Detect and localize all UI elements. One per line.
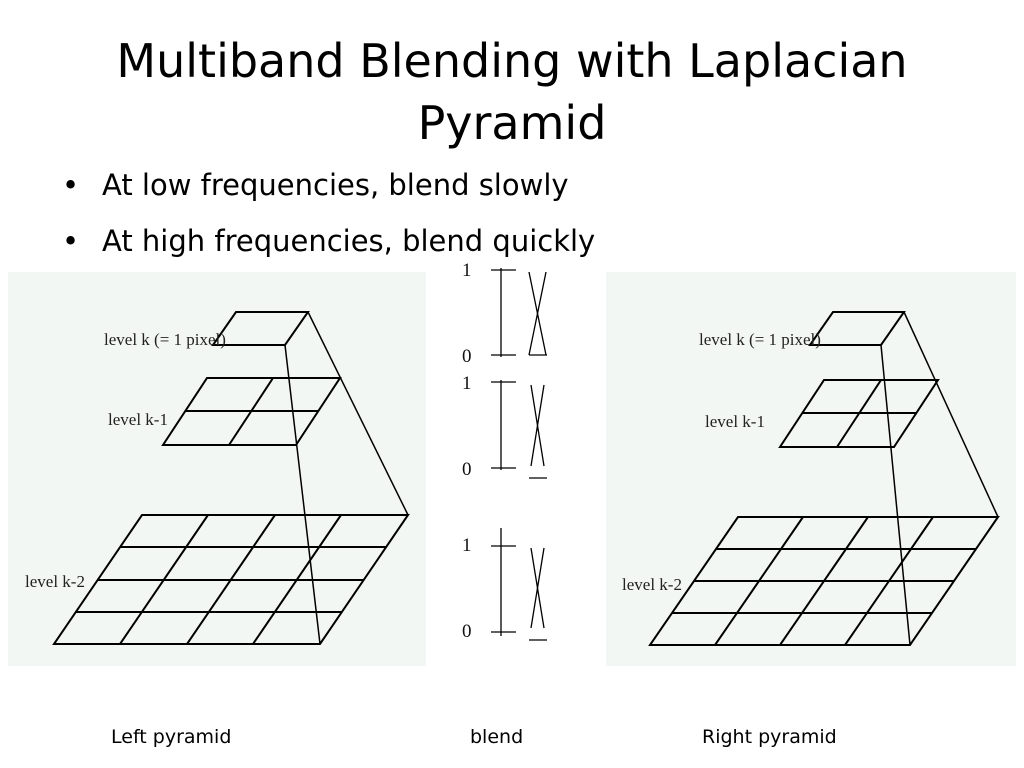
blend-axis-top-label: 1 <box>462 373 472 394</box>
bullet-text: At low frequencies, blend slowly <box>102 168 569 202</box>
blend-curve-right <box>530 384 545 467</box>
blend-axis-top-label: 1 <box>462 535 472 556</box>
blend-caption: blend <box>470 726 524 748</box>
left-level-k-label: level k (= 1 pixel) <box>104 330 226 349</box>
bullet-item: • At high frequencies, blend quickly <box>62 216 595 272</box>
blend-axis-bottom-label: 0 <box>462 346 472 367</box>
slide-title: Multiband Blending with Laplacian Pyrami… <box>0 30 1024 154</box>
left-pyramid-caption: Left pyramid <box>111 726 232 748</box>
blend-axis-bottom-label: 0 <box>462 621 472 642</box>
blend-graph-mid: 1 0 <box>462 373 547 480</box>
left-level-k-1-label: level k-1 <box>108 410 168 429</box>
blend-axis-bottom-label: 0 <box>462 459 472 480</box>
bullet-dot: • <box>62 168 80 202</box>
right-pyramid-caption: Right pyramid <box>702 726 837 748</box>
bullet-dot: • <box>62 224 80 258</box>
left-pyramid-connectors <box>284 311 409 645</box>
blend-graph-high: 1 0 <box>462 528 547 642</box>
slide-title-line-2: Pyramid <box>417 96 607 150</box>
left-level-k-2-label: level k-2 <box>25 572 85 591</box>
right-level-k-1-grid <box>778 379 940 448</box>
slide-title-line-1: Multiband Blending with Laplacian <box>116 34 908 88</box>
right-level-k-1-label: level k-1 <box>705 412 765 431</box>
bullet-list: • At low frequencies, blend slowly • At … <box>62 160 595 272</box>
blend-curve-right <box>530 547 545 629</box>
blend-axis-top-label: 1 <box>462 260 472 281</box>
blend-curve-right <box>528 271 547 356</box>
bullet-item: • At low frequencies, blend slowly <box>62 160 595 216</box>
right-pyramid-connectors <box>880 311 999 646</box>
right-level-k-2-label: level k-2 <box>622 575 682 594</box>
right-level-k-label: level k (= 1 pixel) <box>699 330 821 349</box>
bullet-text: At high frequencies, blend quickly <box>102 224 596 258</box>
blend-graph-low: 1 0 <box>462 260 547 367</box>
